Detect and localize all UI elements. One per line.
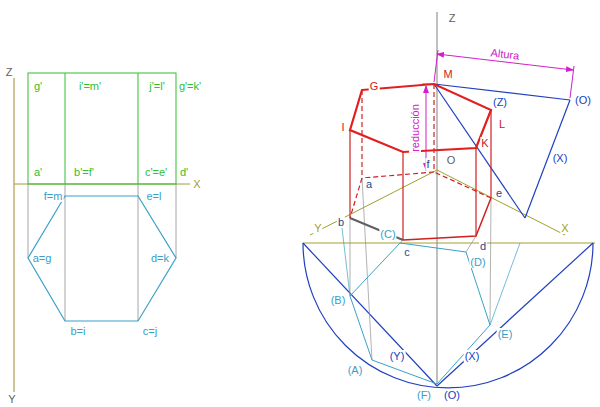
drawing-label: c [403,246,411,258]
drawing-label: reducción [409,103,421,153]
drawing-label: d' [179,166,189,178]
drawing-label: K [480,137,489,149]
drawing-label: a' [33,166,43,178]
drawing-label: Z [5,66,14,78]
drawing-label: (A) [347,364,364,376]
drawing-label: Altura [489,46,521,62]
drawing-label: Y [7,393,16,405]
drawing-label: I [340,121,345,133]
drawing-label: c'=e' [144,166,168,178]
drawing-label: i'=m' [78,80,102,92]
elevation [28,73,176,184]
height-construction [434,84,570,218]
drawing-label: j'=l' [148,80,166,92]
prism [350,84,491,240]
drawing-label: b [337,216,345,228]
drawing-label: (F) [416,389,432,401]
drawing-label: c=j [142,325,158,337]
drawing-label: (O) [443,389,461,401]
rabatment [342,178,520,384]
drawing-label: (D) [469,256,486,268]
drawing-label: Y [313,222,322,234]
drawing-label: (Z) [492,96,508,108]
drawing-label: G [369,80,380,92]
drawing-label: f [425,158,430,170]
drawing-label: b=i [70,325,87,337]
drawing-label: (B) [330,294,347,306]
axes [303,12,595,388]
drawing-label: L [498,118,506,130]
drawing-label: M [442,68,453,80]
drawing-label: (Y) [389,350,406,362]
drawing-label: e=l [146,190,163,202]
drawing-label: g'=k' [178,80,202,92]
drawing-label: a=g [32,252,53,264]
drawing-label: e [495,187,503,199]
plan [28,184,176,321]
drawing-label: X [560,222,569,234]
drawing-label: (C) [379,228,396,240]
drawing-label: d=k [150,252,170,264]
drawing-label: X [192,178,201,190]
drawing-label: O [446,154,457,166]
drawing-label: (O) [574,94,592,106]
drawing-label: a [365,178,373,190]
drawing-label: d [479,240,487,252]
dimensions [422,50,574,170]
drawing-label: (X) [552,152,569,164]
drawing-label: b'=f' [73,166,95,178]
drawing-label: (X) [464,350,481,362]
left-axes [14,78,190,392]
drawing-label: (E) [497,328,514,340]
drawing-label: g' [33,80,43,92]
drawing-label: Z [448,12,457,24]
drawing-label: f=m [43,190,64,202]
